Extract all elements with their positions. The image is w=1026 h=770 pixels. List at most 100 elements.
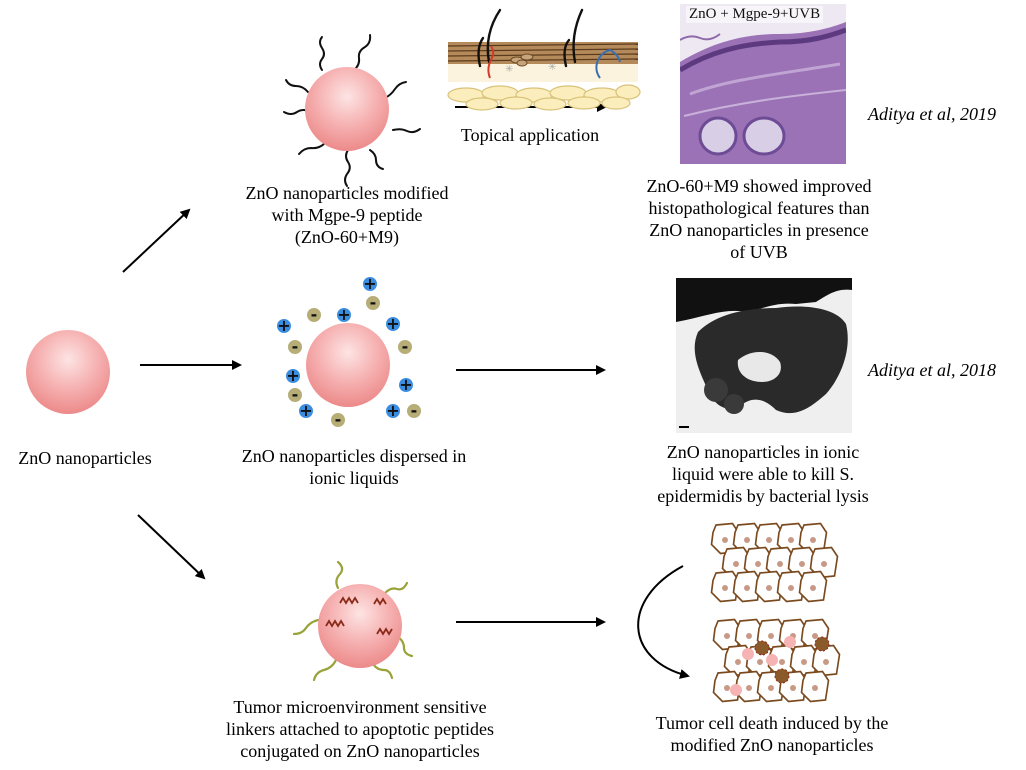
peptide-strand [384,81,407,99]
nanoparticle-debris [774,668,790,684]
peptide-strand [353,34,372,71]
positive-ion: + [399,375,413,394]
peptide-strand [292,618,320,636]
tumor-label: Tumor microenvironment sensitive linkers… [200,696,520,762]
modified-label: ZnO nanoparticles modified with Mgpe-9 p… [212,182,482,248]
peptide-strand [392,128,421,134]
zno-nanoparticle [26,330,110,414]
peptide-strand [285,79,309,93]
plus-sign: + [399,375,412,394]
minus-sign: - [292,337,299,356]
negative-ion: - [288,337,302,356]
nanoparticle-core [306,323,390,407]
citation-2019: Aditya et al, 2019 [868,104,996,124]
positive-ion: + [386,401,400,420]
tumor-cell [798,570,828,603]
positive-ion: + [286,366,300,385]
nanoparticle-debris [814,636,830,652]
apoptotic-body [766,654,778,666]
tem-image [676,278,852,433]
citation-2018: Aditya et al, 2018 [868,360,996,380]
minus-sign: - [292,385,299,404]
linker-coil [373,597,387,606]
minus-sign: - [370,293,377,312]
skin-diagram: ✳ ✳ [447,8,641,111]
plus-sign: + [299,401,312,420]
modified-nanoparticle [283,34,421,187]
topical-label: Topical application [440,124,620,146]
minus-sign: - [411,401,418,420]
histo-result-line: of UVB [730,242,788,262]
minus-sign: - [335,410,342,429]
topical-label-text: Topical application [460,125,600,145]
peptide-strand [344,149,351,187]
modified-label-line: with Mgpe-9 peptide [271,205,423,225]
modified-label-line: (ZnO-60+M9) [294,227,400,247]
apoptotic-body [730,684,742,696]
histo-result-line: ZnO nanoparticles in presence [649,220,869,240]
modified-label-line: ZnO nanoparticles modified [245,183,449,203]
tumor-cells-after [712,618,841,703]
tumor-label-line: linkers attached to apoptotic peptides [226,719,494,739]
nanoparticle-debris [754,640,770,656]
plus-sign: + [277,316,290,335]
tumor-label-line: conjugated on ZnO nanoparticles [240,741,480,761]
negative-ion: - [407,401,421,420]
tumor-label-line: Tumor microenvironment sensitive [233,697,487,717]
minus-sign: - [311,305,318,324]
tumor-result-line: Tumor cell death induced by the [655,713,889,733]
histo-result-line: histopathological features than [648,198,870,218]
dispersed-label: ZnO nanoparticles dispersed in ionic liq… [212,445,496,489]
positive-ion: + [277,316,291,335]
linker-coil [339,596,359,605]
plus-sign: + [286,366,299,385]
arrow-cell-death [637,565,690,679]
linker-coil [376,627,393,636]
tumor-result-line: modified ZnO nanoparticles [670,735,874,755]
arrow-to-tumor [137,514,206,580]
minus-sign: - [402,337,409,356]
dispersed-label-line: ZnO nanoparticles dispersed in [241,446,467,466]
peptide-strand [312,658,338,682]
plus-sign: + [386,314,399,333]
negative-ion: - [307,305,321,324]
svg-text:✳: ✳ [505,64,513,75]
tumor-cell [811,644,841,677]
plus-sign: + [337,305,350,324]
plus-sign: + [386,401,399,420]
arrow-to-modified [122,208,191,273]
peptide-strand [319,36,325,71]
peptide-strand [370,660,394,680]
zno-label-text: ZnO nanoparticles [18,448,152,468]
peptide-strand [369,149,384,170]
positive-ion: + [386,314,400,333]
negative-ion: - [288,385,302,404]
apoptotic-body [742,648,754,660]
ionic-result-line: epidermidis by bacterial lysis [657,486,869,506]
ionic-result-line: liquid were able to kill S. [672,464,854,484]
nanoparticle-core [318,584,402,668]
nanoparticle-core [305,67,389,151]
positive-ion: + [337,305,351,324]
negative-ion: - [366,293,380,312]
plus-sign: + [363,274,376,293]
histo-result-label: ZnO-60+M9 showed improved histopathologi… [616,175,902,263]
tumor-cells-before [710,522,839,603]
svg-text:✳: ✳ [548,62,556,73]
positive-ion: + [363,274,377,293]
apoptotic-body [784,636,796,648]
tumor-result-label: Tumor cell death induced by the modified… [630,712,914,756]
positive-ion: + [299,401,313,420]
ionic-result-label: ZnO nanoparticles in ionic liquid were a… [628,441,898,507]
ion-cloud: +-+-++--++--++- [277,274,421,429]
zno-label: ZnO nanoparticles [0,447,170,469]
ionic-result-line: ZnO nanoparticles in ionic [666,442,860,462]
histo-result-line: ZnO-60+M9 showed improved [646,176,872,196]
peptide-strand [383,581,409,595]
peptide-strand [298,142,326,155]
histology-image: ZnO + Mgpe-9+UVB [680,4,846,164]
linker-coil [325,619,345,628]
ionic-nanoparticle [306,323,390,407]
